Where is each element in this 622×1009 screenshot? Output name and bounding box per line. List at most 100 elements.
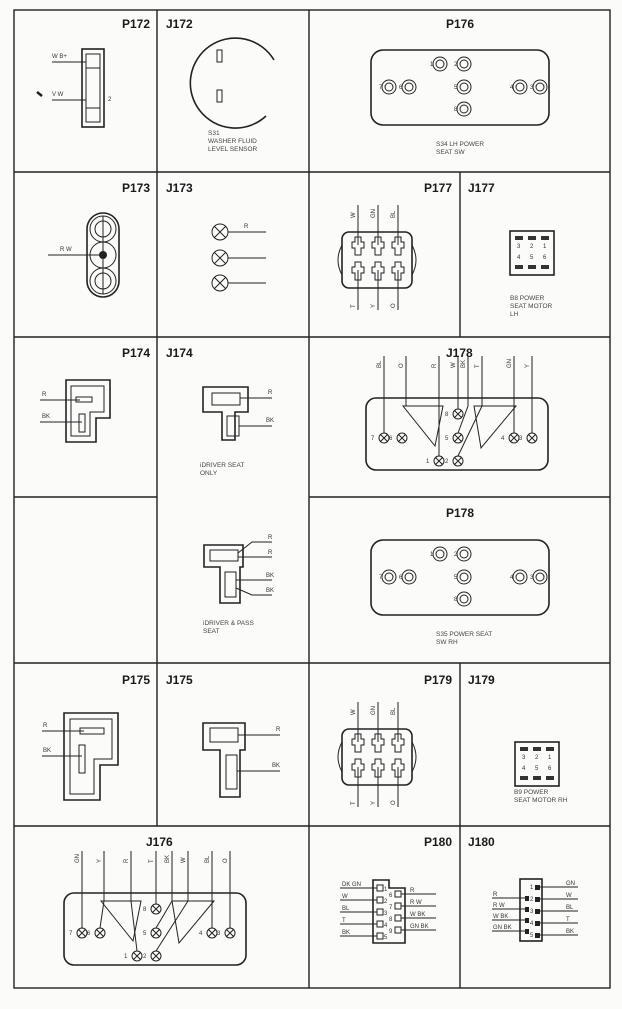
terminal: [394, 914, 402, 922]
pin-socket: [512, 79, 528, 95]
pin-label: 2: [454, 552, 458, 558]
caption-line: WASHER FLUID: [208, 138, 257, 145]
pin-label: 5: [384, 935, 388, 941]
terminal: [391, 261, 405, 281]
terminal: [391, 236, 405, 256]
pin-label: 6: [87, 931, 91, 937]
wire-label: R: [42, 392, 47, 398]
pin-label: 7: [389, 905, 393, 911]
connector-body: [519, 878, 543, 942]
pin-label: 2: [454, 62, 458, 68]
pin-socket-inner: [459, 549, 469, 559]
pin-label: 5: [143, 931, 147, 937]
wire-label: W: [342, 894, 348, 900]
terminal: [351, 758, 365, 778]
pin-label: 2: [445, 459, 449, 465]
terminal: [351, 261, 365, 281]
wire: [155, 851, 173, 929]
wire-label: Y: [525, 364, 531, 368]
terminal: [541, 265, 549, 269]
p172-connector: W B+ V W 2: [36, 48, 112, 128]
terminal: [371, 758, 385, 778]
title-j174: J174: [166, 346, 193, 360]
terminal: [515, 236, 523, 240]
pin-socket-inner: [459, 572, 469, 582]
key-shape: [99, 900, 142, 943]
caption-line: iDRIVER SEAT: [200, 462, 244, 469]
terminal: [394, 902, 402, 910]
wire-label: BL: [391, 210, 397, 218]
p173-connector: R W: [48, 212, 120, 298]
caption-line: SEAT MOTOR RH: [514, 797, 568, 804]
title-p178: P178: [446, 506, 474, 520]
wire-label: W: [351, 212, 357, 218]
pin-socket-inner: [535, 82, 545, 92]
connector-body: [63, 892, 247, 966]
terminal: [371, 236, 385, 256]
pin-cross: [152, 929, 160, 937]
wire-label: BK: [266, 573, 274, 579]
wire-label: T: [475, 364, 481, 368]
switch-body: [370, 49, 550, 126]
terminal: [351, 236, 365, 256]
pin-label: 1: [124, 954, 128, 960]
caption-line: LEVEL SENSOR: [208, 146, 258, 153]
terminal: [525, 896, 529, 901]
terminal: [533, 776, 541, 780]
wire-label: GN BK: [493, 925, 512, 931]
p174-connector: R BK: [40, 379, 111, 443]
terminal: [371, 733, 385, 753]
pin-socket: [456, 591, 472, 607]
pin-label: 2: [108, 97, 112, 103]
pin-socket-inner: [404, 82, 414, 92]
wire-label: R: [493, 892, 498, 898]
latch: [337, 244, 417, 276]
pin-label: 7: [379, 85, 383, 91]
terminal: [371, 261, 385, 281]
terminal: [376, 920, 384, 928]
pin-socket-inner: [404, 572, 414, 582]
terminal: [520, 776, 528, 780]
terminal: [535, 933, 540, 938]
pin-socket-inner: [515, 572, 525, 582]
wire-label: T: [566, 917, 570, 923]
latch: [337, 741, 417, 773]
pin-label: 8: [389, 917, 393, 923]
table-grid: [13, 9, 611, 989]
caption-line: LH: [510, 311, 519, 318]
pin-label: 1: [426, 459, 430, 465]
caption-line: SEAT SW: [436, 149, 466, 156]
wire-label: W: [351, 709, 357, 715]
cell-titles: P172 J172 P176 P173 J173 P177 J177 P174 …: [122, 17, 495, 849]
pin-cross: [454, 410, 462, 418]
pin-label: 5: [535, 766, 539, 772]
pin-socket-inner: [535, 572, 545, 582]
terminal: [525, 929, 529, 934]
pin-label: 5: [530, 933, 534, 939]
title-p173: P173: [122, 181, 150, 195]
p175-connector: R BK: [42, 712, 119, 801]
wire-label: W: [566, 893, 572, 899]
pin-cross: [528, 434, 536, 442]
pin-label: 3: [384, 911, 388, 917]
pin-cross: [133, 952, 141, 960]
wire-label: R W: [60, 247, 72, 253]
pin-label: 2: [143, 954, 147, 960]
pin-socket-inner: [435, 549, 445, 559]
pin-label: 1: [548, 755, 552, 761]
caption-line: S34 LH POWER: [436, 141, 484, 148]
wire-label: BK: [43, 748, 51, 754]
ground-mark: [36, 91, 43, 97]
caption-line: S31: [208, 130, 220, 137]
terminal: [535, 909, 540, 914]
wire-label: W BK: [410, 912, 425, 918]
title-j178: J178: [446, 346, 473, 360]
wire-label: BK: [342, 930, 350, 936]
terminal: [376, 932, 384, 940]
pin-socket-inner: [459, 59, 469, 69]
terminal: [546, 747, 554, 751]
switch-body: [370, 539, 550, 616]
terminal: [525, 907, 529, 912]
